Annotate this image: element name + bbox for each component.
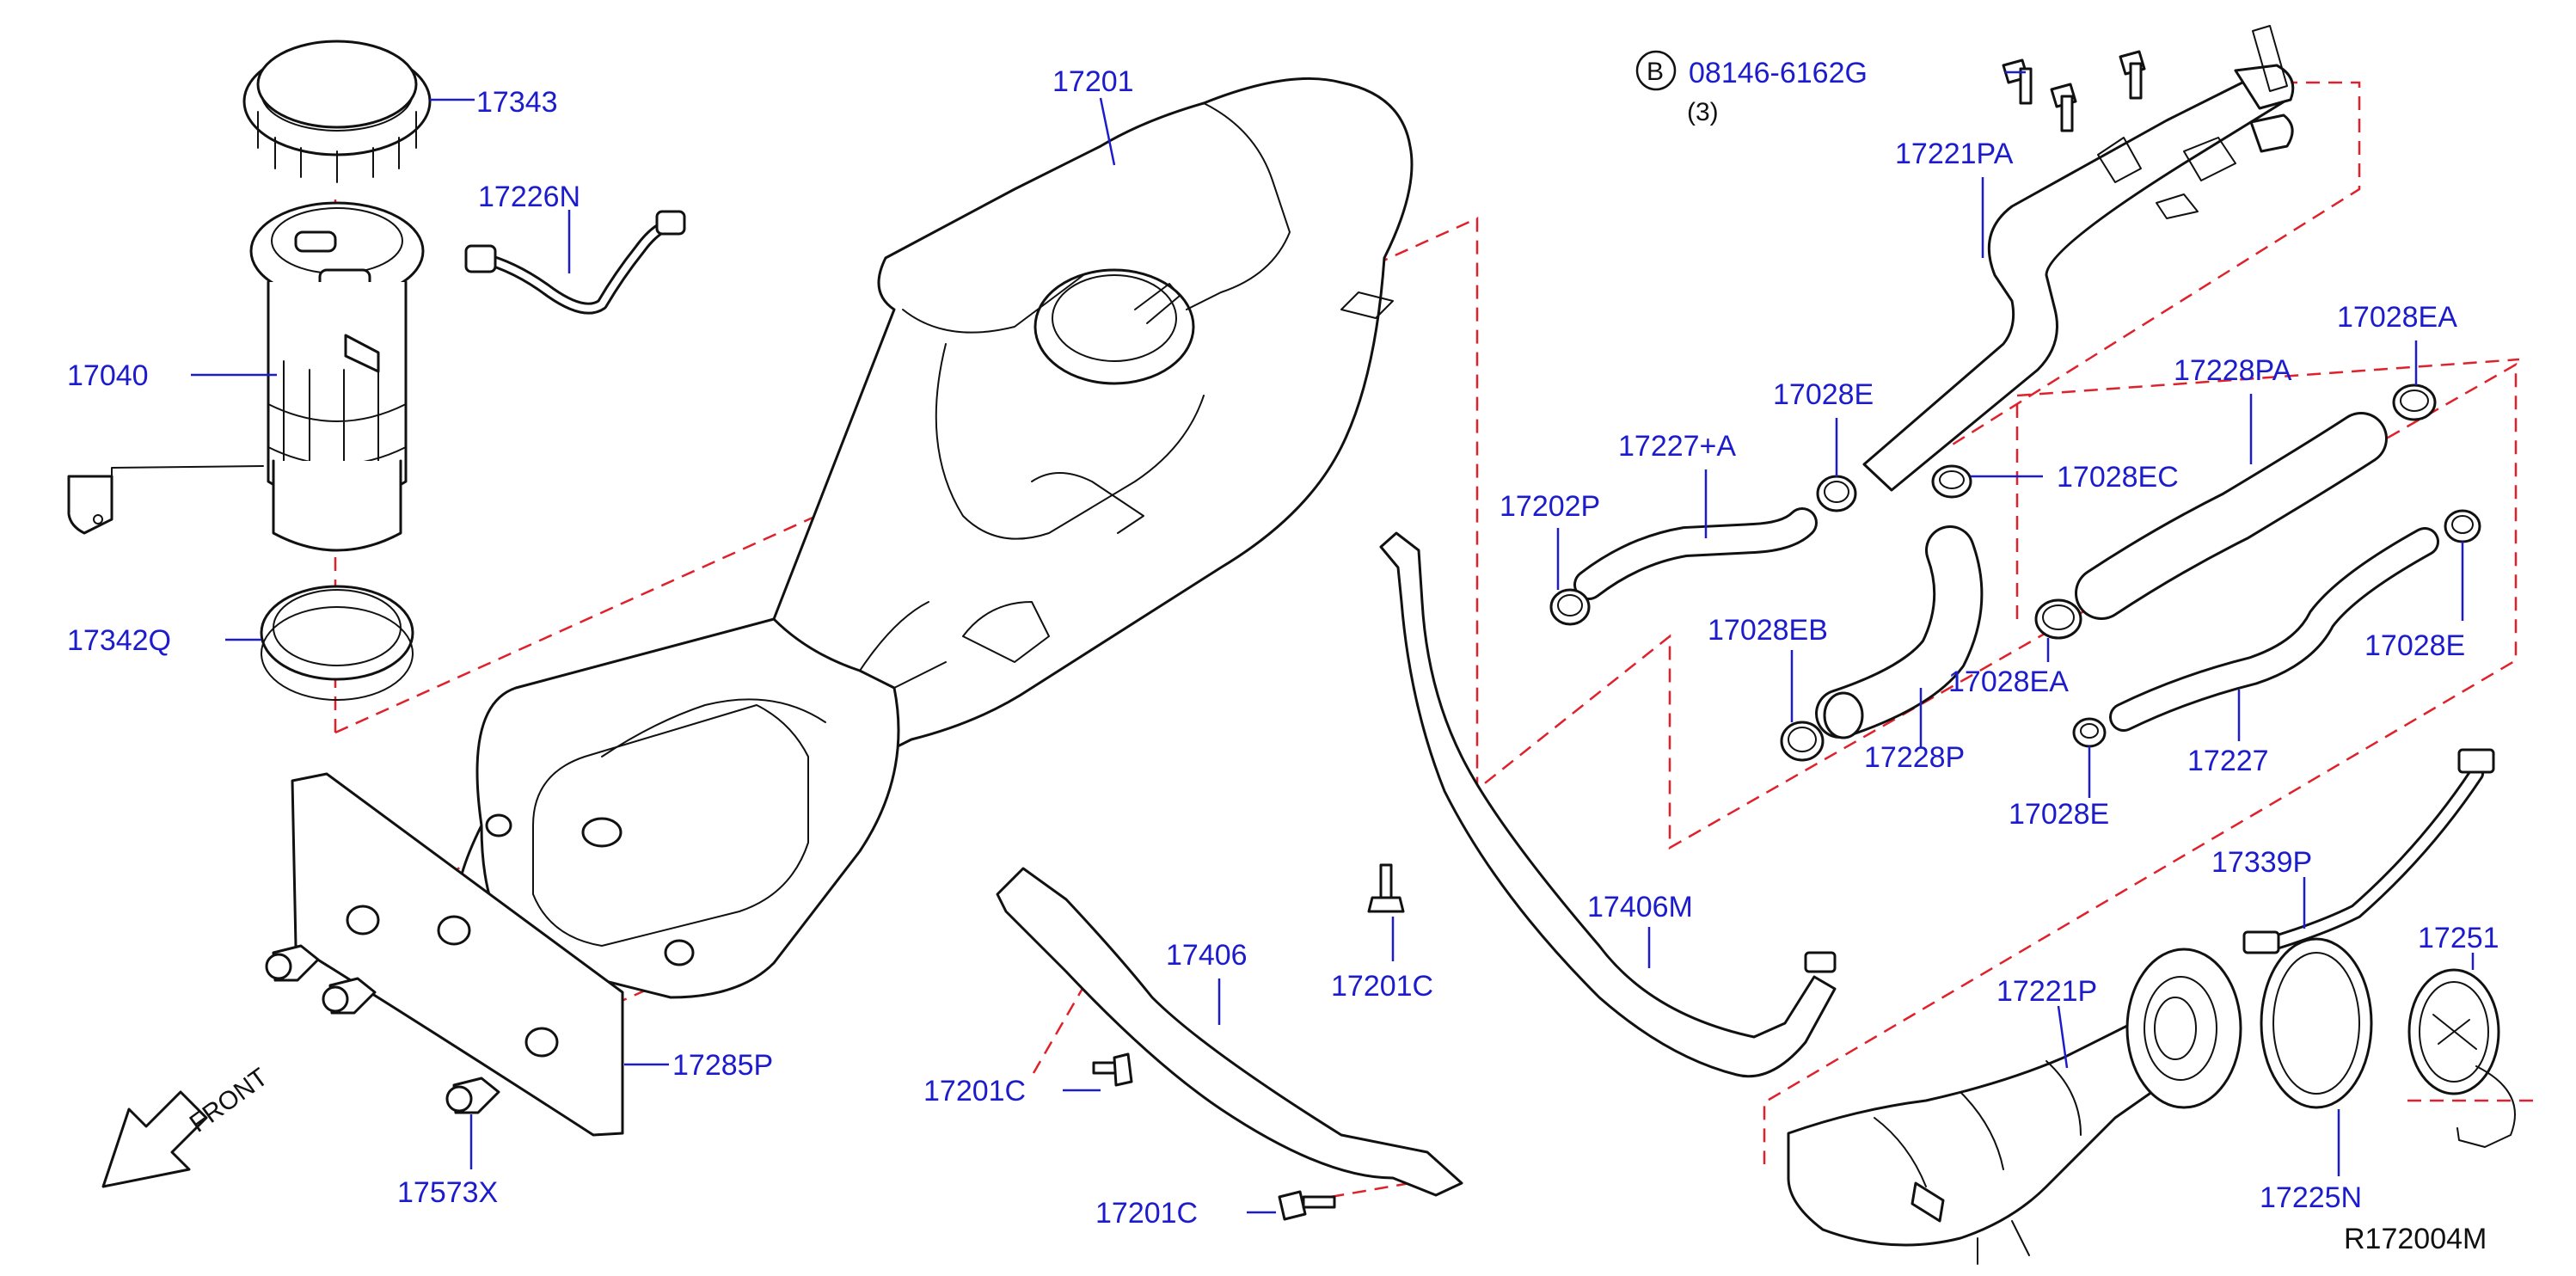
clamp-17028EA-bottom	[2034, 598, 2082, 640]
vapor-hose	[464, 210, 686, 315]
label-17251: 17251	[2418, 922, 2499, 954]
heat-insulator-plate	[291, 772, 624, 1137]
label-17343: 17343	[476, 86, 558, 119]
label-17573X: 17573X	[397, 1176, 498, 1209]
clamp-17028E-bottom	[2072, 717, 2107, 748]
fuel-pump-lock-ring	[242, 40, 432, 183]
clamp-17028EB	[1780, 721, 1825, 762]
clamp-17028E-right	[2444, 509, 2481, 543]
bolt-17201C-left	[1092, 1052, 1133, 1087]
fuel-filler-cap	[2407, 968, 2516, 1148]
label-17201: 17201	[1052, 65, 1134, 98]
clamps	[1549, 383, 2481, 762]
label-17227: 17227	[2187, 745, 2269, 777]
front-direction-indicator: FRONT	[101, 1063, 273, 1188]
callout-quantity: (3)	[1687, 98, 1719, 126]
callout-letter: B	[1647, 58, 1664, 86]
filler-tube-17339P	[2242, 748, 2495, 954]
label-17028E-bottom: 17028E	[2009, 798, 2109, 831]
reference-code: R172004M	[2344, 1223, 2487, 1255]
clamp-17028E-top	[1816, 475, 1857, 512]
hose-17228P	[1815, 525, 1984, 739]
label-17040: 17040	[67, 359, 149, 392]
part-labels: 17343 17226N 17040 17342Q 17201 17285P 1…	[67, 65, 2499, 1230]
label-17226N: 17226N	[478, 181, 580, 213]
clamp-17028EC	[1931, 464, 1972, 499]
fuel-pump-assembly	[67, 201, 425, 552]
label-17406: 17406	[1166, 939, 1248, 972]
filler-cap-gasket	[2260, 937, 2373, 1109]
label-17339P: 17339P	[2211, 846, 2312, 879]
label-17285P: 17285P	[672, 1049, 773, 1082]
label-17225N: 17225N	[2260, 1181, 2362, 1214]
label-17201C-bottom: 17201C	[1095, 1197, 1198, 1230]
hose-17227A	[1573, 507, 1818, 600]
fuel-tank	[455, 77, 1414, 999]
label-17228PA: 17228PA	[2174, 354, 2292, 387]
label-17201C-center: 17201C	[1331, 970, 1433, 1003]
callout-circle	[1635, 50, 1677, 91]
fuel-pump-gasket	[260, 585, 414, 701]
label-08146-6162G: 08146-6162G	[1689, 57, 1868, 89]
bolt-17201C-bottom	[1278, 1190, 1336, 1221]
label-17221PA: 17221PA	[1895, 138, 2014, 170]
label-17028EB: 17028EB	[1708, 614, 1828, 647]
label-17028E-top: 17028E	[1773, 378, 1874, 411]
label-17028E-right: 17028E	[2364, 629, 2465, 662]
bolt-callout: B 08146-6162G (3)	[1635, 50, 1868, 126]
tank-strap-17406	[996, 867, 1463, 1197]
filler-pipe-upper	[1862, 25, 2295, 492]
label-17406M: 17406M	[1587, 891, 1693, 923]
bolt-17201C-center	[1367, 863, 1405, 913]
label-17228P: 17228P	[1864, 741, 1965, 774]
label-17227A: 17227+A	[1618, 430, 1736, 463]
filler-neck-lower	[1787, 948, 2242, 1265]
tank-strap-17406M	[1379, 531, 1837, 1078]
leader-lines	[191, 71, 2475, 1214]
clip-fasteners	[265, 944, 500, 1114]
hose-17227	[2109, 527, 2439, 732]
label-17028EA-bottom: 17028EA	[1948, 666, 2069, 698]
clamp-17202P	[1549, 588, 1591, 626]
label-17201C-left: 17201C	[923, 1075, 1026, 1107]
bolts-08146	[2002, 50, 2146, 132]
label-17342Q: 17342Q	[67, 624, 171, 657]
label-17028EA-top: 17028EA	[2337, 301, 2457, 334]
clamp-17028EA-top	[2392, 383, 2437, 421]
label-17028EC: 17028EC	[2057, 461, 2179, 494]
label-17221P: 17221P	[1996, 975, 2097, 1008]
label-17202P: 17202P	[1500, 490, 1600, 523]
front-label: FRONT	[185, 1063, 273, 1138]
hose-17228PA	[2075, 412, 2388, 620]
